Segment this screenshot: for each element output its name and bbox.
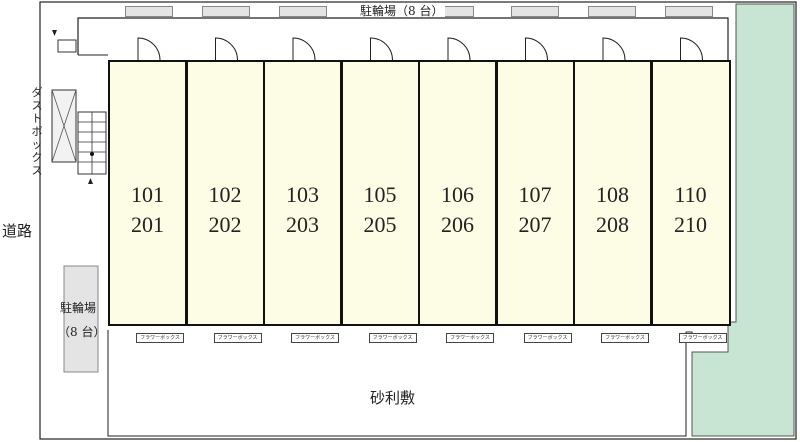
unit-number-lower: 107 [518, 182, 552, 207]
unit-number-upper: 207 [518, 212, 552, 237]
dust-box-label: ダストボックス [31, 86, 43, 177]
door-swing [215, 37, 238, 61]
unit-number-upper: 210 [674, 212, 707, 237]
unit-number-lower: 103 [286, 182, 319, 207]
unit-number-upper: 203 [286, 212, 319, 237]
gravel-label: 砂利敷 [370, 389, 416, 407]
bike-rack [588, 6, 636, 17]
unit-number-upper: 202 [208, 212, 242, 237]
unit-number-upper: 206 [441, 212, 474, 237]
unit-number-lower: 102 [208, 182, 242, 207]
unit-number-lower: 106 [441, 182, 474, 207]
left-parking-label: 駐輪場 [60, 301, 97, 315]
flower-box: フラワーボックス [213, 333, 262, 343]
bike-rack [202, 6, 250, 17]
unit-number-upper: 201 [131, 212, 164, 237]
unit-number-upper: 208 [596, 212, 629, 237]
flower-box: フラワーボックス [291, 333, 339, 343]
bike-rack [511, 6, 559, 17]
top-parking-label: 駐輪場（8 台） [358, 4, 446, 18]
unit-number-lower: 108 [596, 182, 629, 207]
door-swing [447, 37, 471, 61]
flower-box: フラワーボックス [523, 333, 572, 343]
door-swing [370, 37, 393, 61]
left-parking-count: （8 台） [58, 325, 106, 339]
flower-box: フラワーボックス [446, 333, 494, 343]
unit-number-lower: 105 [363, 182, 397, 207]
bike-rack [665, 6, 713, 17]
flower-box: フラワーボックス [136, 333, 184, 343]
flower-box: フラワーボックス [368, 333, 417, 343]
unit-number-upper: 205 [363, 212, 397, 237]
bike-rack [279, 6, 327, 17]
road-label: 道路 [2, 222, 33, 240]
unit-number-lower: 110 [674, 182, 707, 207]
flower-box: フラワーボックス [678, 333, 727, 343]
door-swing [525, 37, 548, 61]
door-swing [292, 37, 316, 61]
door-swing [137, 37, 161, 61]
bike-rack [125, 6, 173, 17]
unit-number-lower: 101 [131, 182, 164, 207]
door-swing [680, 37, 703, 61]
flower-box: フラワーボックス [601, 333, 649, 343]
door-swing [602, 37, 626, 61]
